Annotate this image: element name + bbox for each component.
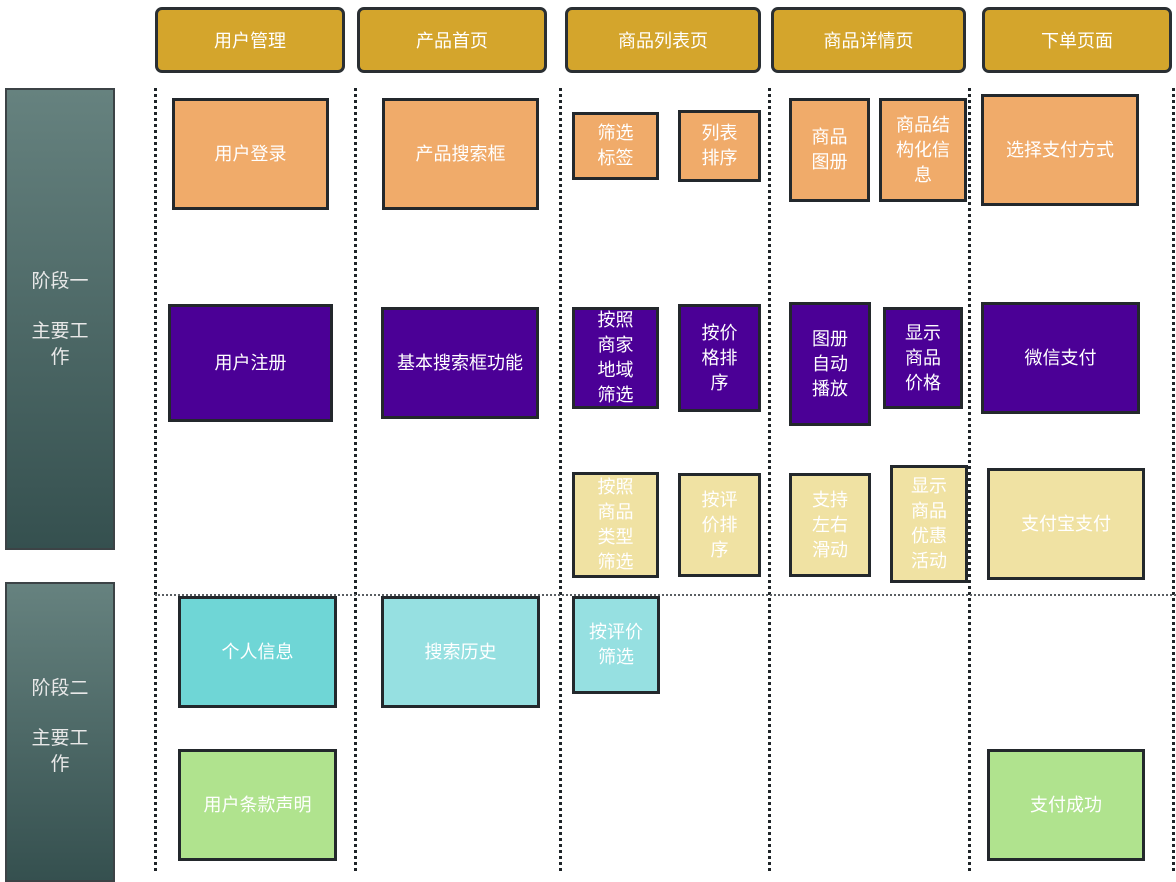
box-user-login: 用户登录 <box>172 98 329 210</box>
box-list-sort: 列表排序 <box>678 110 761 182</box>
lane-divider <box>1172 88 1175 871</box>
stage-divider <box>155 594 1176 596</box>
column-header-product-list: 商品列表页 <box>565 7 761 73</box>
box-filter-by-merchant-region: 按照商家地域筛选 <box>572 307 659 409</box>
column-header-product-home: 产品首页 <box>357 7 547 73</box>
lane-divider <box>559 88 562 871</box>
box-swipe-left-right: 支持左右滑动 <box>789 473 871 577</box>
stage-one-label: 阶段一 主要工作 <box>5 88 115 550</box>
stage-two-title: 阶段二 <box>31 677 89 699</box>
column-header-user-management: 用户管理 <box>155 7 345 73</box>
stage-one-title: 阶段一 <box>31 270 89 292</box>
column-header-order-page: 下单页面 <box>982 7 1172 73</box>
box-select-payment-method: 选择支付方式 <box>981 94 1139 206</box>
box-user-register: 用户注册 <box>168 304 333 422</box>
box-basic-search-function: 基本搜索框功能 <box>381 307 539 419</box>
box-filter-by-rating: 按评价筛选 <box>572 596 660 694</box>
stage-two-subtitle: 主要工作 <box>31 727 89 775</box>
lane-divider <box>968 88 971 871</box>
box-gallery-autoplay: 图册自动播放 <box>789 302 871 426</box>
box-user-terms: 用户条款声明 <box>178 749 337 861</box>
stage-two-label: 阶段二 主要工作 <box>5 582 115 882</box>
box-sort-by-price: 按价格排序 <box>678 304 761 412</box>
box-payment-success: 支付成功 <box>987 749 1145 861</box>
box-show-promotions: 显示商品优惠活动 <box>890 465 968 583</box>
box-product-structured-info: 商品结构化信息 <box>879 98 967 202</box>
box-filter-by-product-type: 按照商品类型筛选 <box>572 472 659 578</box>
box-personal-info: 个人信息 <box>178 596 337 708</box>
box-wechat-pay: 微信支付 <box>981 302 1140 414</box>
box-show-product-price: 显示商品价格 <box>883 307 963 409</box>
lane-divider <box>354 88 357 871</box>
box-filter-tags: 筛选标签 <box>572 112 659 180</box>
lane-divider <box>154 88 157 871</box>
lane-divider <box>768 88 771 871</box>
box-product-search-box: 产品搜索框 <box>382 98 539 210</box>
stage-one-subtitle: 主要工作 <box>31 320 89 368</box>
column-header-product-detail: 商品详情页 <box>771 7 966 73</box>
box-product-gallery: 商品图册 <box>789 98 870 202</box>
box-search-history: 搜索历史 <box>381 596 540 708</box>
box-alipay: 支付宝支付 <box>987 468 1145 580</box>
box-sort-by-rating: 按评价排序 <box>678 473 761 577</box>
